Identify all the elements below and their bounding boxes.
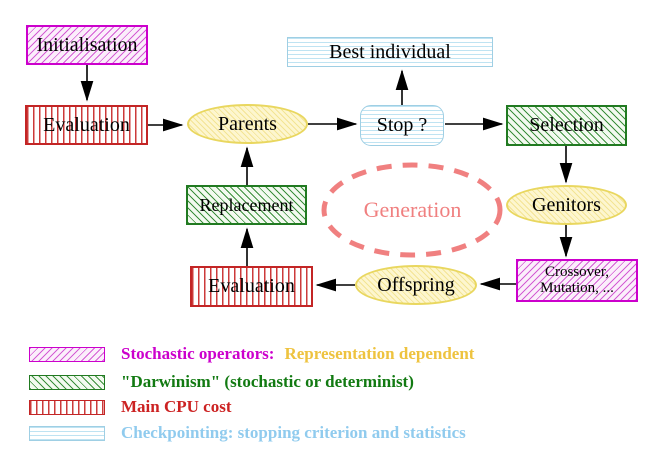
node-best-individual-label: Best individual xyxy=(329,40,451,63)
legend-label-main-cpu-cost: Main CPU cost xyxy=(121,397,232,416)
node-evaluation-bottom-label: Evaluation xyxy=(208,275,295,297)
legend-label-stochastic-operators: Stochastic operators:Representation depe… xyxy=(121,344,475,363)
legend-label-darwinism: "Darwinism" (stochastic or determinist) xyxy=(121,372,414,391)
node-evaluation-bottom: Evaluation xyxy=(190,266,313,307)
node-genitors-label: Genitors xyxy=(532,193,601,216)
node-evaluation-top-label: Evaluation xyxy=(43,113,130,136)
node-initialisation: Initialisation xyxy=(26,25,148,65)
node-mutation-label: Mutation, ... xyxy=(540,279,614,296)
node-offspring: Offspring xyxy=(355,265,477,305)
node-replacement: Replacement xyxy=(186,185,307,225)
legend-swatch-green-hatch-icon xyxy=(29,374,105,390)
node-crossover-label: Crossover, xyxy=(545,263,609,280)
legend-row-checkpointing: Checkpointing: stopping criterion and st… xyxy=(29,423,466,442)
generation-label-text: Generation xyxy=(363,197,462,222)
node-crossover-mutation: Crossover, Mutation, ... xyxy=(516,259,638,302)
node-stop: Stop ? xyxy=(360,105,444,146)
generation-label: Generation xyxy=(325,165,500,255)
legend-swatch-cyan-stripes-icon xyxy=(29,425,105,441)
node-parents: Parents xyxy=(187,104,308,144)
node-selection: Selection xyxy=(506,105,627,146)
node-selection-label: Selection xyxy=(529,114,604,136)
node-parents-label: Parents xyxy=(218,112,277,135)
node-initialisation-label: Initialisation xyxy=(36,33,138,56)
node-replacement-label: Replacement xyxy=(199,194,294,215)
legend-row-darwinism: "Darwinism" (stochastic or determinist) xyxy=(29,372,414,391)
legend-swatch-magenta-hatch-icon xyxy=(29,346,105,362)
node-offspring-label: Offspring xyxy=(377,273,455,296)
legend-row-stochastic-operators: Stochastic operators:Representation depe… xyxy=(29,344,475,363)
node-stop-label: Stop ? xyxy=(376,114,428,136)
legend-label-checkpointing: Checkpointing: stopping criterion and st… xyxy=(121,423,466,442)
node-genitors: Genitors xyxy=(506,185,627,225)
legend-row-main-cpu-cost: Main CPU cost xyxy=(29,397,232,416)
legend-swatch-red-stripes-icon xyxy=(29,399,105,415)
node-evaluation-top: Evaluation xyxy=(25,105,148,145)
node-best-individual: Best individual xyxy=(287,37,493,67)
